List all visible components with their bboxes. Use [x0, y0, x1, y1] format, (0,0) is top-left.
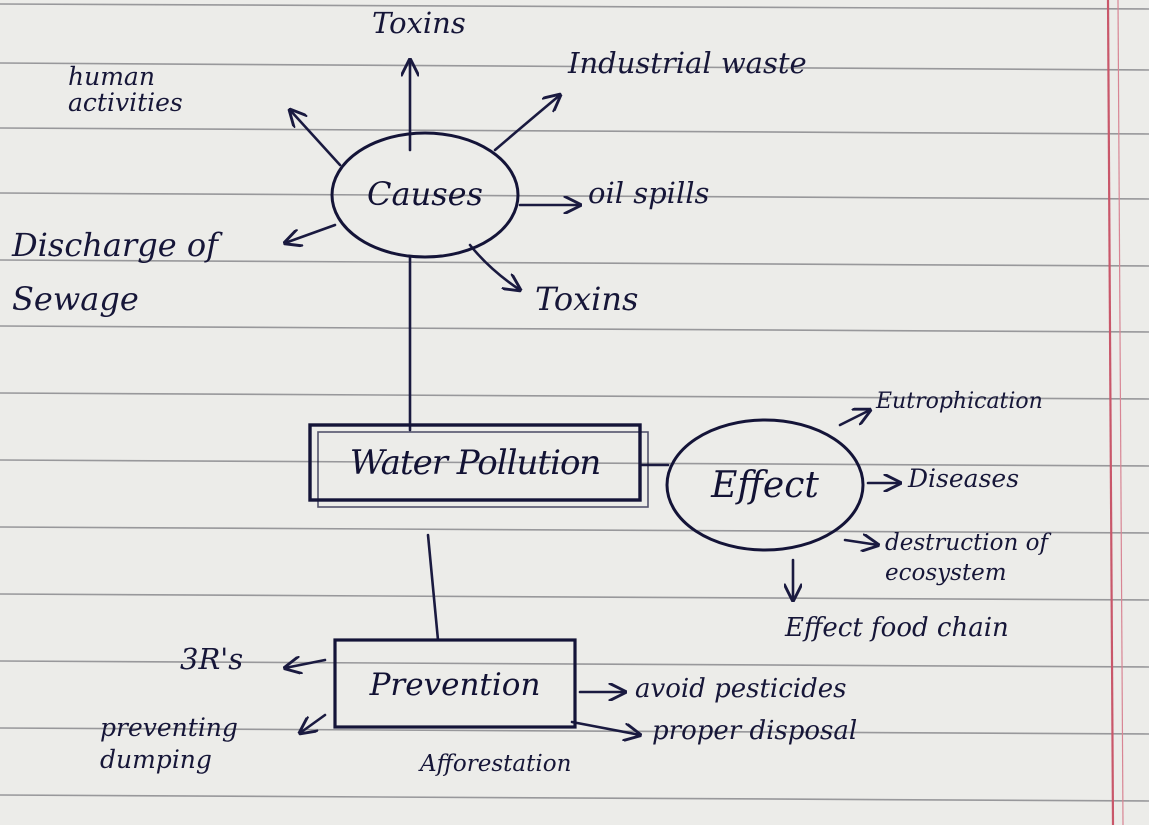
cause-human-activities: human activities: [68, 62, 183, 117]
causes-ellipse: [330, 131, 520, 259]
margin-line: [1106, 0, 1115, 825]
center-box-shadow: [317, 431, 649, 508]
effect-eutrophication: Eutrophication: [876, 389, 1043, 414]
effect-ellipse: [665, 418, 865, 552]
arrow-sewage: [285, 223, 337, 243]
cause-discharge-sewage: Discharge of Sewage: [12, 226, 218, 318]
effect-destruction-ecosystem: destruction of ecosystem: [885, 530, 1048, 586]
cause-toxins-bottom: Toxins: [535, 280, 639, 318]
center-label: Water Pollution: [349, 443, 602, 483]
arrow-dumping: [300, 713, 327, 733]
effect-diseases: Diseases: [908, 464, 1020, 493]
prevention-proper-disposal: proper disposal: [652, 716, 858, 746]
arrow-proper-disposal: [570, 720, 640, 735]
causes-label: Causes: [367, 175, 483, 213]
arrow-industrial-waste: [493, 95, 560, 152]
connectors: [285, 60, 900, 735]
prevention-3rs: 3R's: [180, 642, 244, 676]
arrow-3rs: [285, 660, 327, 668]
effect-node: Effect: [675, 450, 855, 520]
center-node: Water Pollution: [312, 428, 638, 498]
causes-node: Causes: [335, 160, 515, 228]
arrow-human-activities: [290, 110, 342, 167]
cause-toxins-top: Toxins: [372, 6, 466, 40]
center-box: [308, 423, 642, 502]
link-center-prevention: [426, 533, 440, 642]
prevention-preventing-dumping: preventing dumping: [100, 713, 238, 774]
effect-label: Effect: [711, 464, 819, 506]
prevention-avoid-pesticides: avoid pesticides: [635, 674, 847, 704]
prevention-node: Prevention: [338, 650, 572, 720]
prevention-afforestation: Afforestation: [420, 751, 572, 777]
arrow-eutrophication: [838, 410, 870, 427]
prevention-box: [333, 638, 577, 729]
effect-food-chain: Effect food chain: [785, 613, 1009, 643]
prevention-label: Prevention: [369, 667, 541, 703]
arrow-toxins-bottom: [468, 243, 520, 290]
cause-industrial-waste: Industrial waste: [568, 46, 807, 80]
arrow-destruction: [843, 540, 878, 545]
ruled-lines: [0, 3, 1149, 802]
cause-oil-spills: oil spills: [588, 176, 710, 210]
